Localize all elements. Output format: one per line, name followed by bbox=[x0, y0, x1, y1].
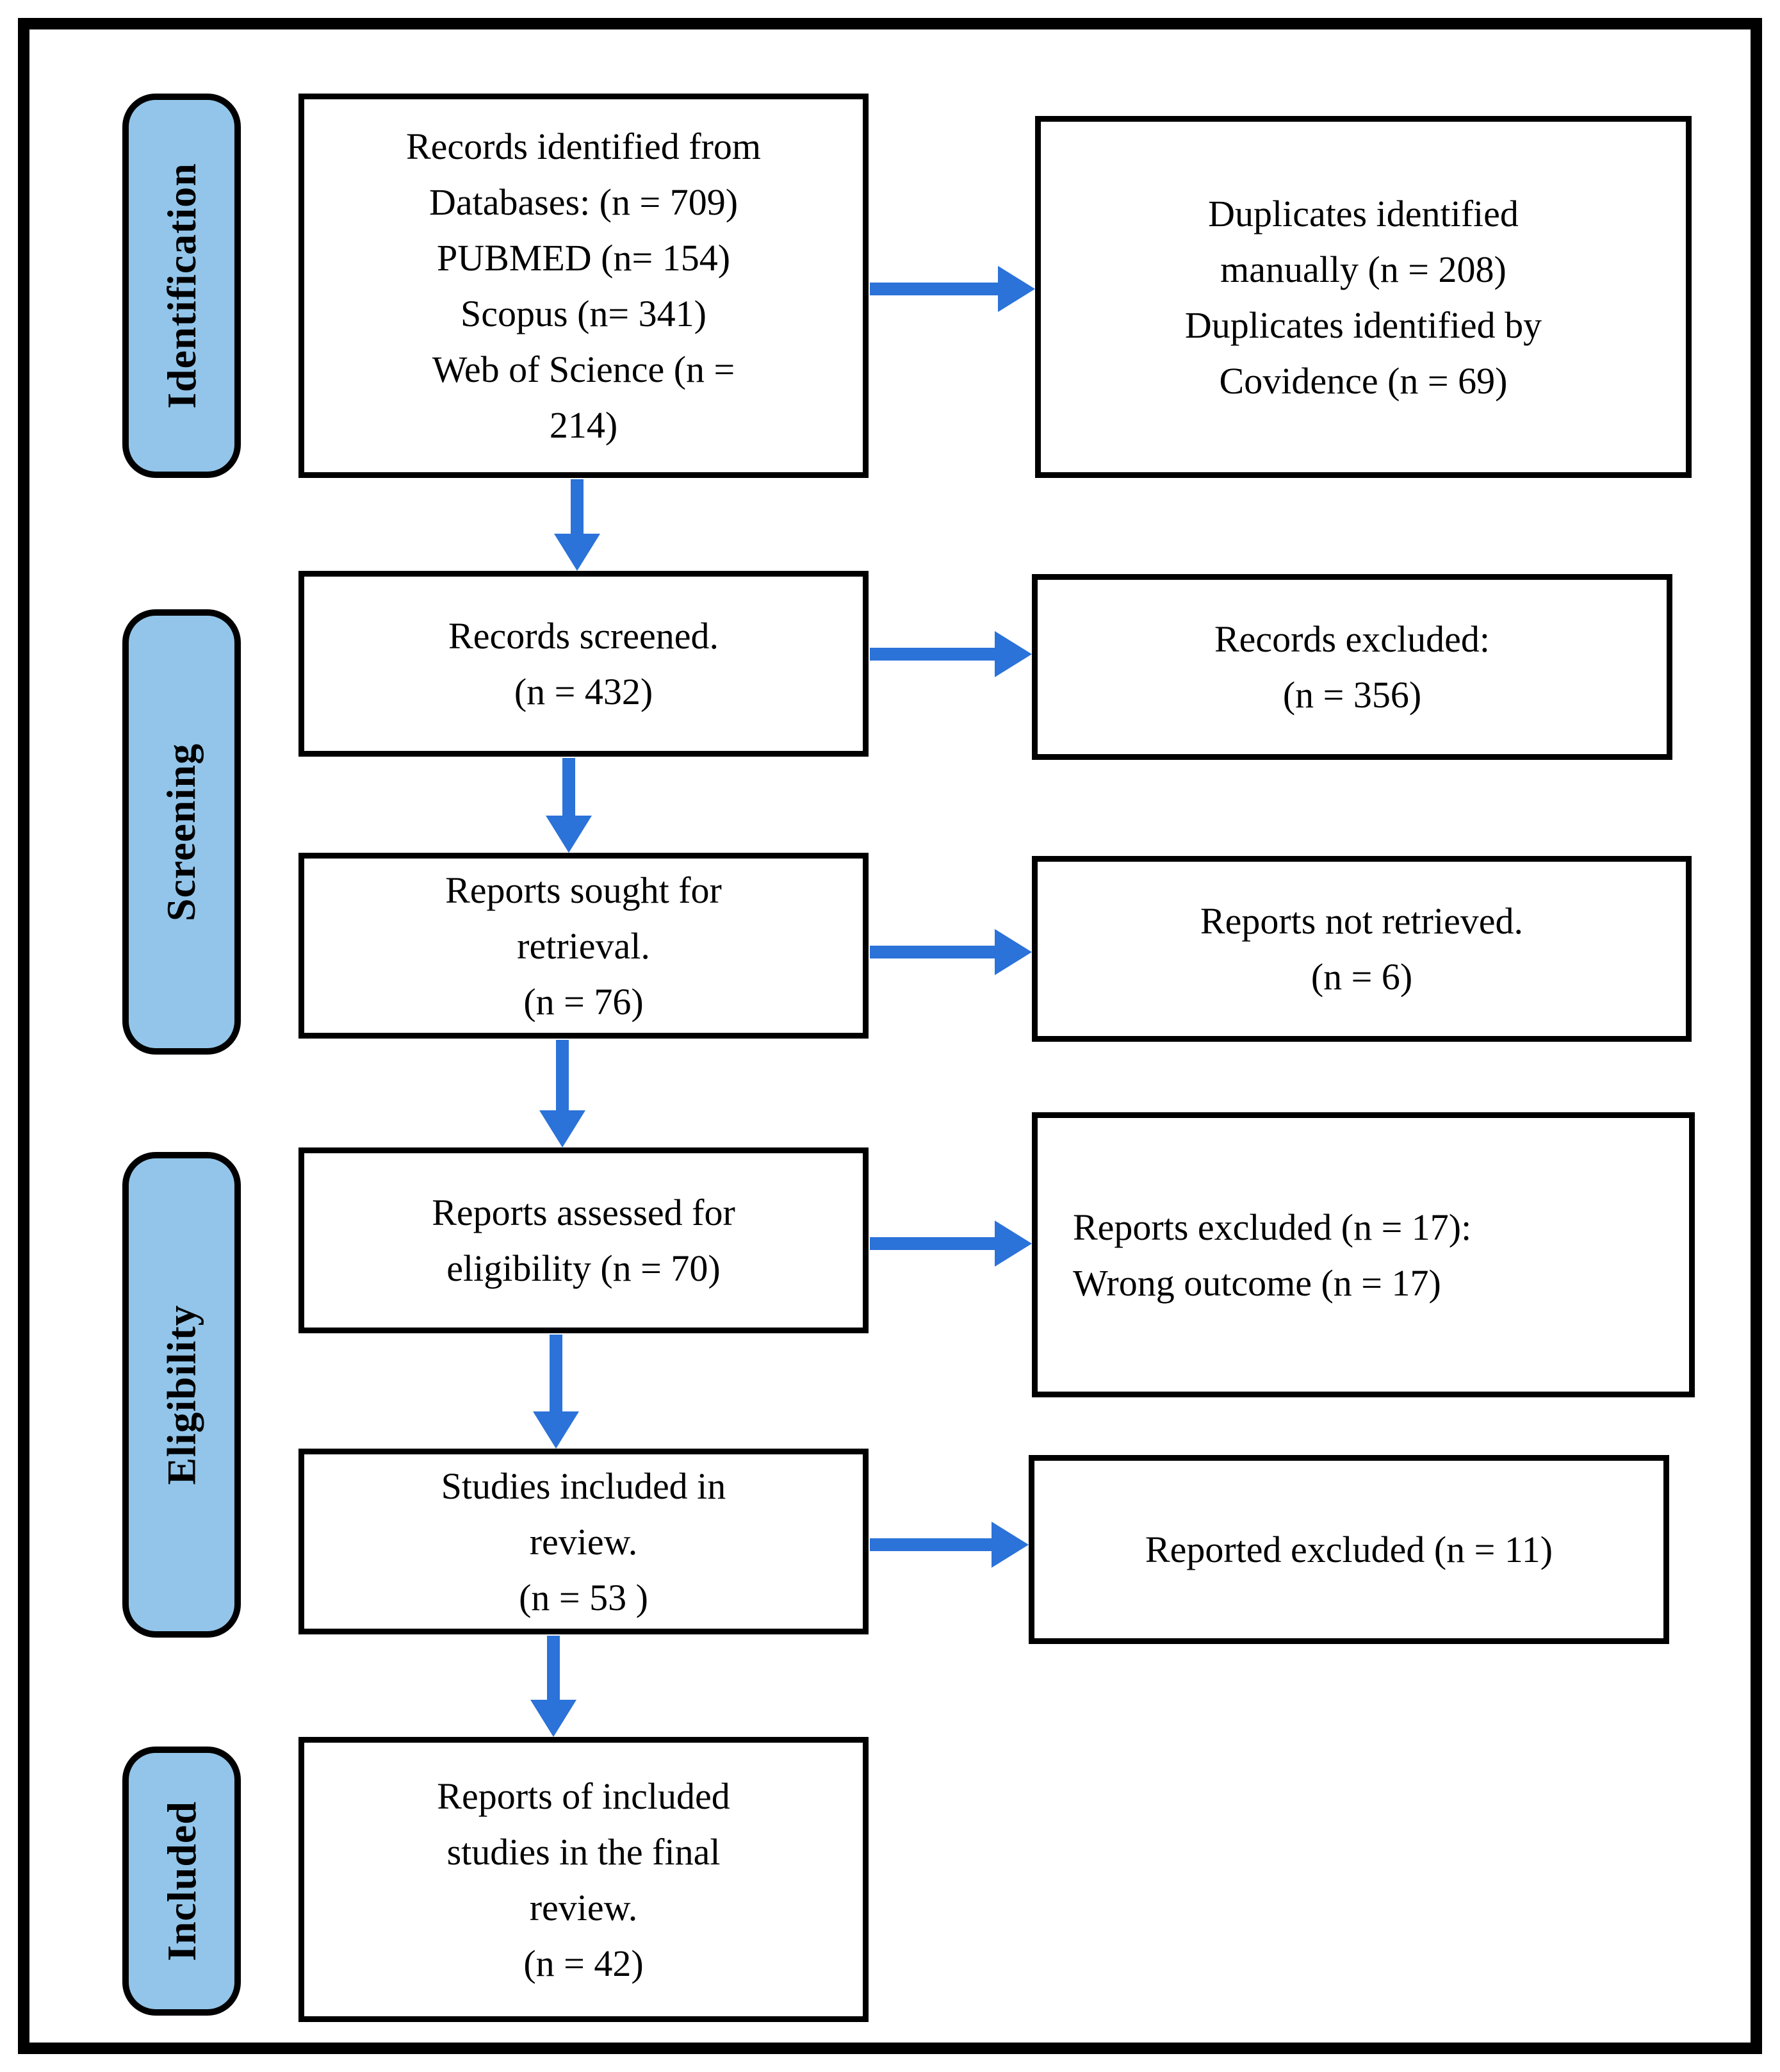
arrow-head bbox=[995, 631, 1032, 677]
box-reports-assessed: Reports assessed for eligibility (n = 70… bbox=[298, 1147, 869, 1333]
arrow-head bbox=[533, 1411, 579, 1449]
stage-label-identification-text: Identification bbox=[158, 163, 204, 409]
arrow-head bbox=[530, 1700, 576, 1737]
stage-label-screening: Screening bbox=[122, 609, 241, 1055]
arrow-right-icon bbox=[870, 265, 1035, 313]
stage-label-included: Included bbox=[122, 1747, 241, 2016]
stage-label-screening-text: Screening bbox=[158, 743, 204, 921]
arrow-down-icon bbox=[529, 1636, 578, 1737]
stage-label-included-text: Included bbox=[158, 1801, 204, 1961]
arrow-shaft bbox=[870, 946, 997, 958]
box-duplicates-removed: Duplicates identified manually (n = 208)… bbox=[1035, 116, 1692, 478]
arrow-right-icon bbox=[870, 1520, 1029, 1569]
arrow-down-icon bbox=[532, 1335, 580, 1449]
arrow-shaft bbox=[547, 1636, 560, 1702]
arrow-shaft bbox=[870, 1538, 994, 1551]
stage-label-identification: Identification bbox=[122, 94, 241, 478]
arrow-head bbox=[992, 1522, 1029, 1568]
arrow-right-icon bbox=[870, 928, 1032, 976]
stage-label-eligibility-text: Eligibility bbox=[158, 1304, 204, 1485]
box-reports-not-retrieved: Reports not retrieved. (n = 6) bbox=[1032, 856, 1692, 1042]
arrow-shaft bbox=[571, 479, 584, 536]
arrow-shaft bbox=[562, 758, 575, 818]
arrow-head bbox=[554, 534, 600, 571]
box-studies-included: Studies included in review. (n = 53 ) bbox=[298, 1449, 869, 1634]
arrow-head bbox=[539, 1110, 585, 1147]
arrow-head bbox=[995, 1221, 1032, 1267]
box-reports-excluded: Reports excluded (n = 17): Wrong outcome… bbox=[1032, 1112, 1695, 1397]
box-records-excluded: Records excluded: (n = 356) bbox=[1032, 574, 1672, 760]
box-final-included-reports: Reports of included studies in the final… bbox=[298, 1737, 869, 2022]
arrow-down-icon bbox=[544, 758, 593, 853]
arrow-shaft bbox=[870, 648, 997, 661]
arrow-right-icon bbox=[870, 630, 1032, 678]
arrow-shaft bbox=[550, 1335, 562, 1414]
box-reported-excluded: Reported excluded (n = 11) bbox=[1029, 1455, 1669, 1644]
arrow-head bbox=[546, 816, 592, 853]
arrow-down-icon bbox=[538, 1040, 587, 1147]
arrow-right-icon bbox=[870, 1219, 1032, 1268]
stage-label-eligibility: Eligibility bbox=[122, 1152, 241, 1638]
box-records-identified: Records identified from Databases: (n = … bbox=[298, 94, 869, 478]
arrow-shaft bbox=[870, 283, 1000, 295]
arrow-head bbox=[995, 929, 1032, 975]
box-reports-sought: Reports sought for retrieval. (n = 76) bbox=[298, 853, 869, 1039]
diagram-outer-frame: Identification Screening Eligibility Inc… bbox=[18, 18, 1762, 2054]
arrow-shaft bbox=[556, 1040, 569, 1113]
arrow-head bbox=[998, 266, 1035, 312]
arrow-down-icon bbox=[553, 479, 601, 571]
box-records-screened: Records screened. (n = 432) bbox=[298, 571, 869, 757]
arrow-shaft bbox=[870, 1237, 997, 1250]
